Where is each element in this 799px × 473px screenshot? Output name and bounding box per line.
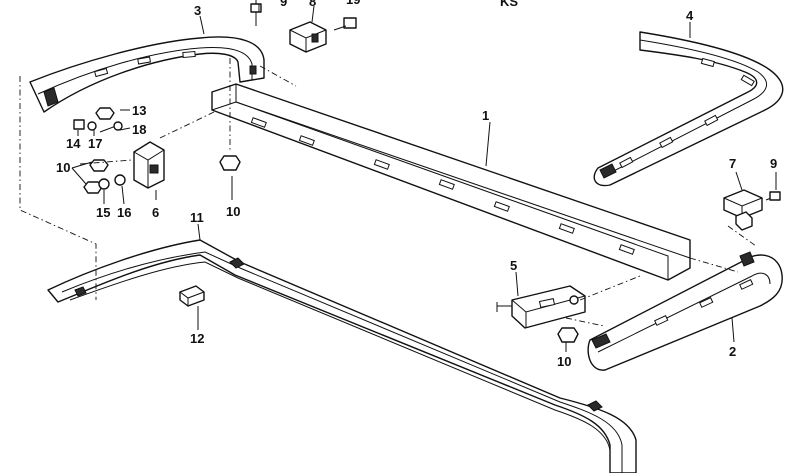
callout-10-center: 10 (226, 204, 240, 219)
callout-19: 19 (346, 0, 360, 7)
part-6-bracket (133, 141, 165, 189)
leader-lines (71, 4, 777, 352)
hardware-screw-18 (99, 121, 123, 133)
callout-15: 15 (96, 205, 110, 220)
hardware-nut-14 (73, 119, 85, 130)
assembly-lines (19, 58, 757, 327)
part-12-clip (179, 285, 205, 307)
callout-18: 18 (132, 122, 146, 137)
hardware-nut-10-lower (557, 327, 579, 343)
callout-12: 12 (190, 331, 204, 346)
hardware-washer-17 (87, 121, 97, 131)
hardware-washer-15 (98, 178, 110, 190)
callout-labels: 3 9 8 19 KS 4 1 13 14 17 18 10 15 16 6 1… (56, 0, 777, 369)
callout-2: 2 (729, 344, 736, 359)
callout-17: 17 (88, 136, 102, 151)
hardware-screw-19 (333, 17, 357, 31)
callout-7: 7 (729, 156, 736, 171)
callout-10-left: 10 (56, 160, 70, 175)
part-2-corner-trim (587, 251, 783, 371)
callout-4: 4 (686, 8, 694, 23)
hardware-screw-9-top (250, 0, 262, 26)
hardware-nut-10-center (219, 155, 241, 171)
callout-16: 16 (117, 205, 131, 220)
callout-6: 6 (152, 205, 159, 220)
callout-11: 11 (190, 210, 204, 225)
part-3-corner-trim (29, 36, 265, 113)
callout-9-right: 9 (770, 156, 777, 171)
callout-9-top: 9 (280, 0, 287, 9)
callout-10-lower: 10 (557, 354, 571, 369)
part-7-clip (723, 189, 763, 231)
part-1-beam (211, 83, 691, 281)
part-8-clip (289, 21, 327, 53)
part-11-lower-trim (47, 239, 637, 473)
callout-1: 1 (482, 108, 489, 123)
callout-3: 3 (194, 3, 201, 18)
hardware-washer-16 (114, 174, 126, 186)
hardware-nut-13 (95, 107, 115, 120)
part-4-corner-trim (593, 31, 784, 187)
hardware-screw-9-right (765, 191, 781, 201)
part-5-bracket (496, 285, 586, 329)
callout-14: 14 (66, 136, 81, 151)
callout-8: 8 (309, 0, 316, 9)
callout-top-fragment: KS (500, 0, 518, 9)
callout-5: 5 (510, 258, 517, 273)
callout-13: 13 (132, 103, 146, 118)
